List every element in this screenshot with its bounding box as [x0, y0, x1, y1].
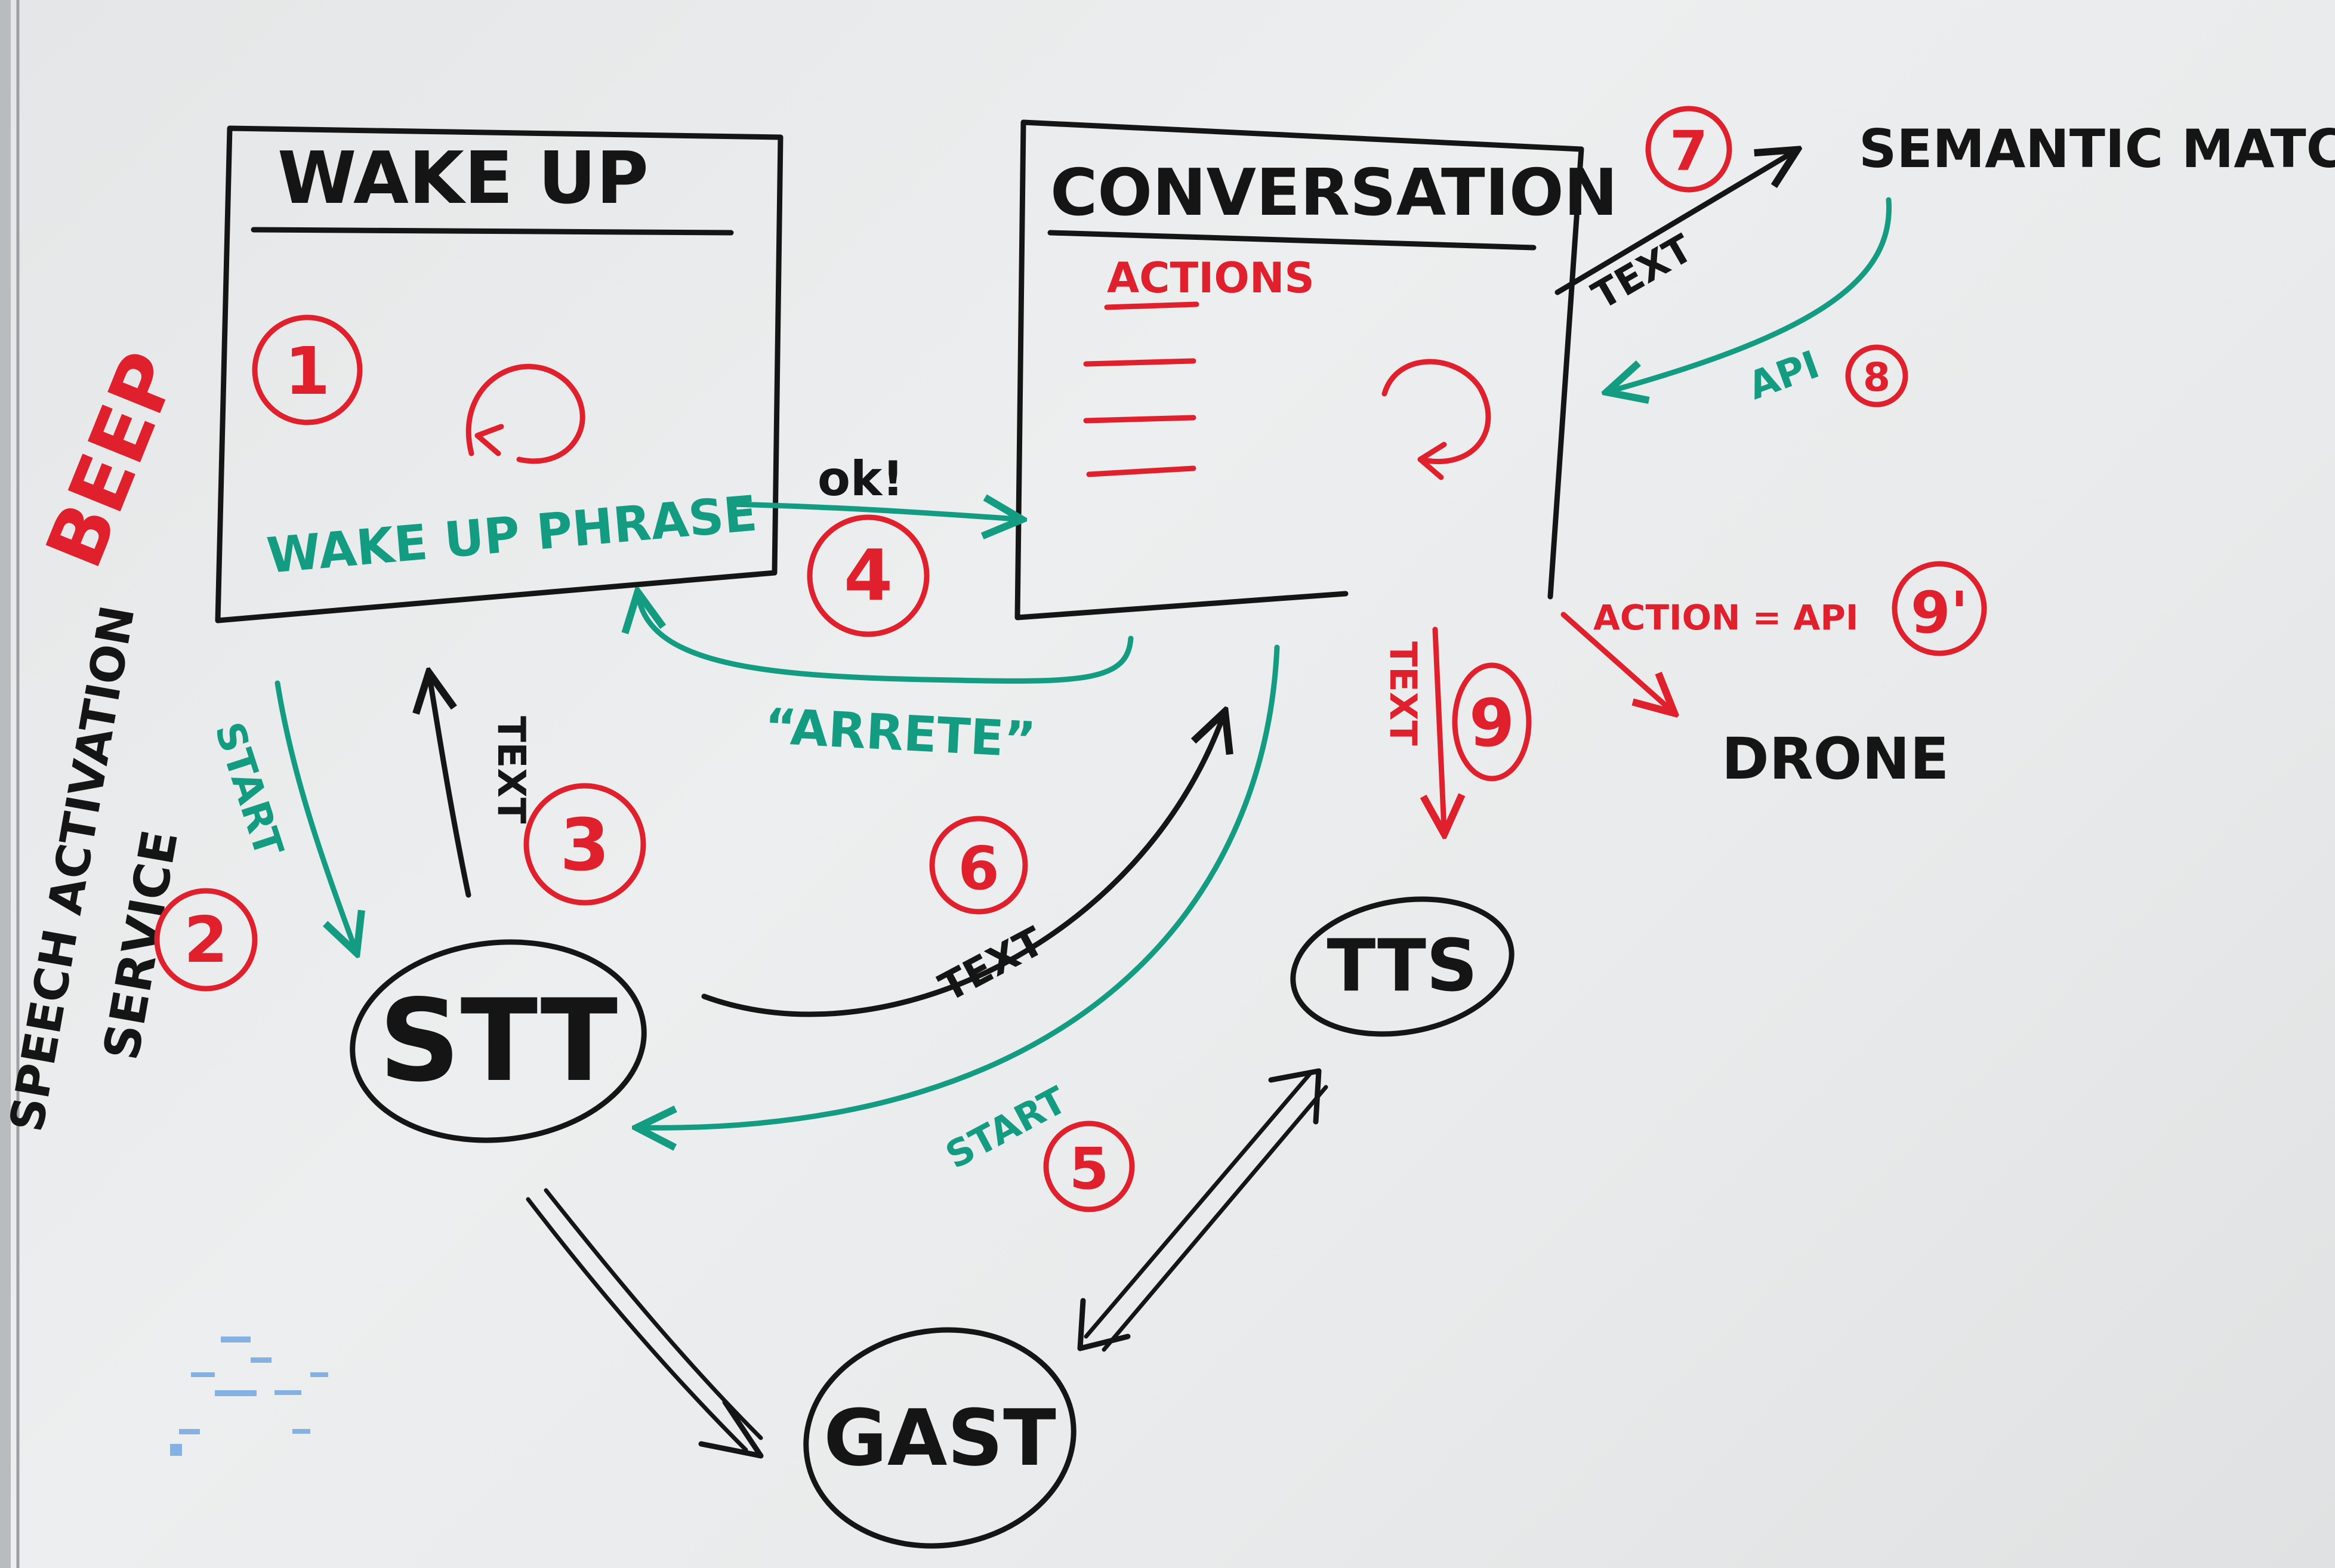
step-number-7: 7 [1670, 119, 1708, 183]
arrow-tts-gast-bidirectional [1077, 1068, 1328, 1352]
action-line-2 [1083, 415, 1196, 424]
edge-label-start-conv-stt: START [939, 1078, 1074, 1178]
wake-up-title: WAKE UP [277, 137, 649, 220]
beep-label: BEEP [29, 340, 196, 580]
wake-up-phrase: WAKE UP PHRASE [264, 485, 759, 584]
step-number-6: 6 [958, 834, 1000, 903]
stt-node: STT [350, 939, 647, 1143]
step-badge-1 [252, 314, 363, 425]
gast-label: GAST [823, 1393, 1056, 1483]
conversation-title: CONVERSATION [1050, 156, 1618, 230]
drone-label: DRONE [1722, 726, 1949, 792]
step-number-3: 3 [560, 804, 610, 887]
board-smudges [170, 1336, 328, 1456]
step-number-9: 9 [1469, 685, 1515, 761]
step-number-2: 2 [184, 903, 228, 977]
arrow-stt-text-to-wakeup [430, 677, 471, 898]
arrow-semantic-matcher-to-conversation [1611, 197, 1892, 391]
step-number-9-prime: 9' [1911, 579, 1968, 646]
semantic-matcher-label: SEMANTIC MATCHER [1859, 118, 2335, 180]
step-number-4: 4 [844, 534, 893, 616]
edge-label-text-stt-conv: TEXT [931, 918, 1051, 1011]
arrow-stt-text-to-conversation [701, 716, 1223, 1017]
arrow-wakeup-start-stt [274, 680, 355, 949]
stt-label: STT [379, 975, 618, 1107]
step-badge-5: 5 [1043, 1121, 1135, 1212]
step-badge-4: 4 [807, 514, 930, 637]
action-line-1 [1083, 358, 1196, 367]
tts-label: TTS [1327, 925, 1478, 1008]
gast-node: GAST [803, 1327, 1076, 1549]
action-line-3 [1086, 465, 1196, 477]
step-badge-9-prime: 9' [1892, 561, 1987, 656]
edge-label-text-conv-tts: TEXT [1381, 641, 1425, 746]
step-badge-9: 9 [1452, 662, 1532, 782]
speech-activation-label-line2: SERVICE [93, 826, 189, 1064]
step-badge-3: 3 [523, 783, 646, 906]
arrow-stt-to-gast [526, 1188, 764, 1459]
arrow-conversation-start-stt [641, 644, 1280, 1128]
edge-label-arrete: “ARRETE” [763, 698, 1037, 769]
arrow-arrete-to-wakeup [638, 597, 1134, 684]
arrow-conversation-to-drone [1560, 612, 1671, 710]
edge-label-ok: ok! [818, 451, 904, 507]
step-number-5: 5 [1069, 1135, 1109, 1202]
step-number-1: 1 [285, 333, 331, 409]
actions-label: ACTIONS [1107, 254, 1315, 303]
board-edge [0, 0, 11, 1568]
tts-node: TTS [1290, 896, 1514, 1037]
edge-label-action-api: ACTION = API [1593, 597, 1858, 638]
actions-underline [1104, 301, 1199, 310]
step-badge-8: 8 [1845, 344, 1908, 408]
step-badge-2: 2 [154, 888, 258, 992]
arrow-conversation-text-to-tts [1435, 626, 1444, 829]
step-badge-6: 6 [929, 816, 1028, 915]
edge-label-start-left: START [206, 717, 292, 862]
edge-label-api: API [1742, 342, 1825, 409]
conversation-box: CONVERSATION ACTIONS [1014, 119, 1618, 621]
edge-label-text-up: TEXT [489, 716, 533, 824]
step-number-8: 8 [1863, 354, 1890, 400]
arrow-wakeup-to-conversation [728, 504, 1017, 519]
arrow-conversation-to-semantic-matcher [1554, 152, 1793, 295]
wake-up-box: WAKE UP WAKE UP PHRASE 1 [215, 125, 784, 624]
step-badge-7: 7 [1645, 106, 1732, 193]
